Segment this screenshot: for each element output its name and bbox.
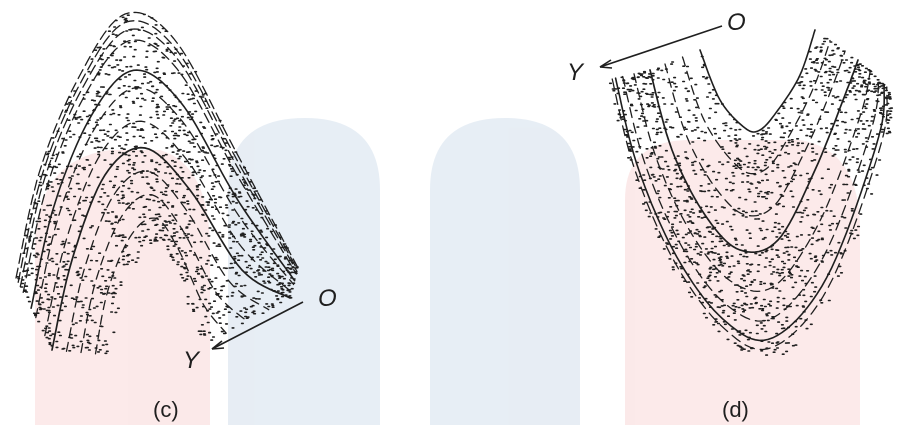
anticline-outer-stipple	[15, 13, 299, 347]
bed-dashed-line	[19, 28, 298, 288]
bed-dashed-line	[664, 50, 846, 217]
bed-dashed-line	[633, 70, 871, 293]
syncline-bed-lines	[611, 29, 888, 351]
anticline-fold-figure: O Y (c)	[15, 11, 337, 422]
bed-dashed-line	[35, 87, 295, 319]
anticline-bed-lines	[15, 11, 299, 355]
bed-dashed-line	[681, 39, 831, 175]
syncline-direction-label: Y	[567, 59, 585, 86]
figure-d-caption: (d)	[722, 397, 749, 422]
watermark	[35, 118, 860, 425]
bed-dashed-line	[80, 194, 249, 354]
anticline-origin-label: O	[318, 285, 337, 312]
anticline-bed-stipple	[15, 13, 299, 355]
bed-solid-line	[614, 77, 885, 342]
bed-dashed-line	[15, 11, 299, 279]
bed-dashed-line	[65, 170, 270, 352]
syncline-fold-figure: O Y (d)	[567, 9, 894, 422]
watermark-blue-left	[228, 118, 380, 425]
bed-solid-line	[649, 59, 859, 254]
syncline-bed-stipple	[608, 37, 894, 356]
bed-dashed-line	[17, 20, 299, 283]
bed-dashed-line	[94, 217, 227, 355]
anticline-direction-label: Y	[183, 347, 201, 374]
figure-c-caption: (c)	[153, 397, 179, 422]
watermark-pink-right	[625, 140, 860, 425]
syncline-axis-arrow	[599, 25, 723, 69]
bed-dashed-line	[611, 78, 888, 351]
anticline-inner-stipple	[55, 148, 285, 355]
bed-solid-line	[699, 29, 816, 133]
bed-solid-line	[51, 146, 291, 351]
bed-dashed-line	[622, 75, 880, 322]
watermark-pink-left	[35, 150, 210, 425]
bed-dashed-line	[44, 120, 293, 337]
bed-dashed-line	[22, 39, 298, 294]
syncline-origin-label: O	[727, 9, 746, 36]
anticline-axis-arrow	[211, 301, 304, 350]
watermark-blue-right	[430, 118, 580, 425]
bed-solid-line	[30, 69, 296, 309]
